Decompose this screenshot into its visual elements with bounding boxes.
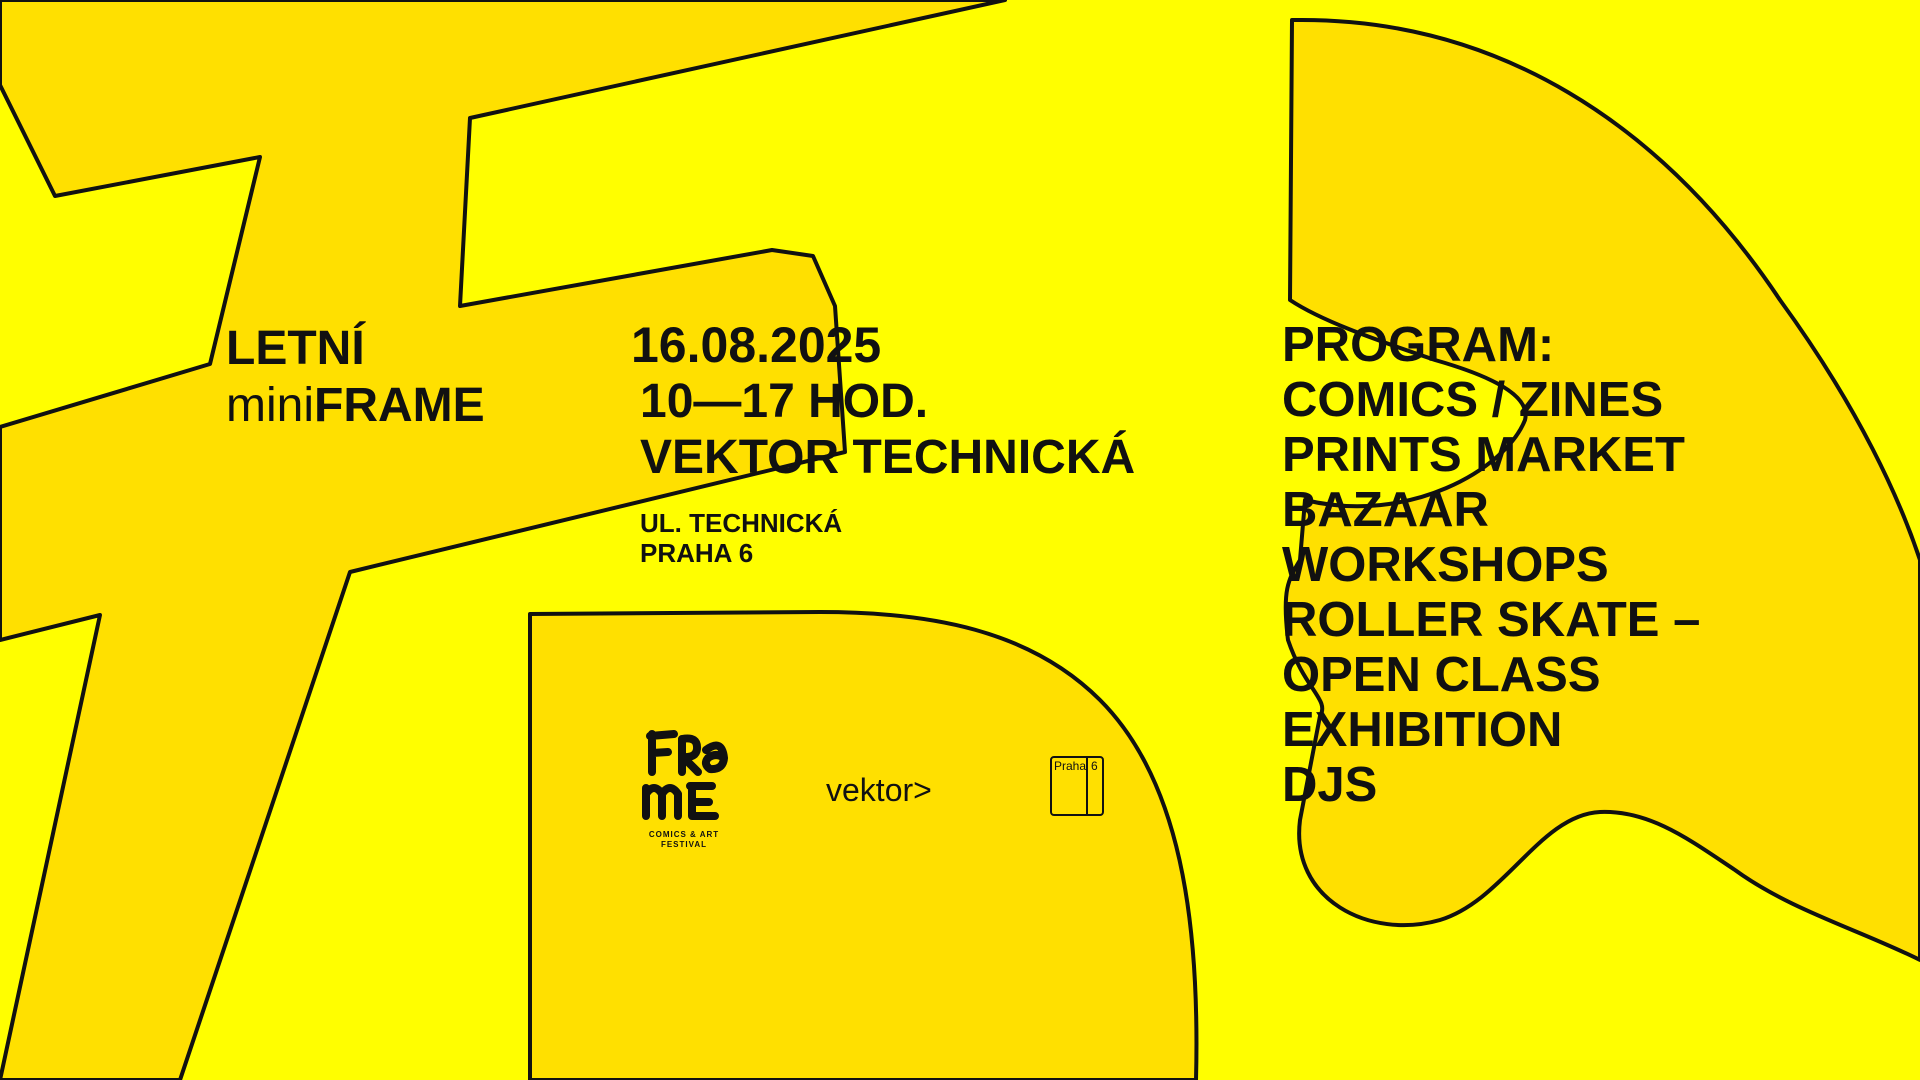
frame-caption-line-1: COMICS & ART <box>648 830 720 839</box>
event-title-mini: mini <box>226 379 315 432</box>
praha-logo-box <box>1050 756 1104 816</box>
event-address: UL. TECHNICKÁ PRAHA 6 <box>640 508 842 568</box>
event-venue: VEKTOR TECHNICKÁ <box>640 431 1136 484</box>
program-item: WORKSHOPS <box>1282 538 1609 592</box>
program-item: COMICS / ZINES <box>1282 373 1664 427</box>
program-heading: PROGRAM: <box>1282 318 1555 372</box>
event-title-frame: FRAME <box>314 379 485 432</box>
frame-logo-mark-icon <box>642 730 728 820</box>
praha-6-logo: Praha 6 <box>1050 756 1106 818</box>
praha-logo-divider <box>1086 756 1088 816</box>
large-b-shape <box>528 610 1199 1080</box>
event-title-line2: miniFRAME <box>226 377 485 434</box>
praha-logo-number: 6 <box>1091 759 1098 773</box>
program-item: PRINTS MARKET <box>1282 428 1685 482</box>
event-title: LETNÍ miniFRAME <box>226 320 485 434</box>
program-item: EXHIBITION <box>1282 703 1563 757</box>
vektor-logo: vektor> <box>826 772 932 808</box>
large-a-shape <box>1283 18 1920 962</box>
event-time: 10—17 HOD. <box>640 375 929 428</box>
program-item: DJS <box>1282 758 1378 812</box>
event-date: 16.08.2025 <box>631 317 882 373</box>
large-f-shape <box>0 0 1007 1080</box>
program-item: ROLLER SKATE – <box>1282 593 1701 647</box>
frame-logo-caption: COMICS & ART FESTIVAL <box>636 830 732 850</box>
event-title-line1: LETNÍ <box>226 322 365 375</box>
program-item: OPEN CLASS <box>1282 648 1601 702</box>
praha-logo-label: Praha <box>1054 759 1087 773</box>
address-line-2: PRAHA 6 <box>640 538 754 568</box>
frame-caption-line-2: FESTIVAL <box>660 840 708 849</box>
address-line-1: UL. TECHNICKÁ <box>640 508 843 538</box>
program-item: BAZAAR <box>1282 483 1489 537</box>
frame-festival-logo: COMICS & ART FESTIVAL <box>636 724 732 854</box>
program-list: PROGRAM: COMICS / ZINES PRINTS MARKET BA… <box>1282 318 1700 813</box>
